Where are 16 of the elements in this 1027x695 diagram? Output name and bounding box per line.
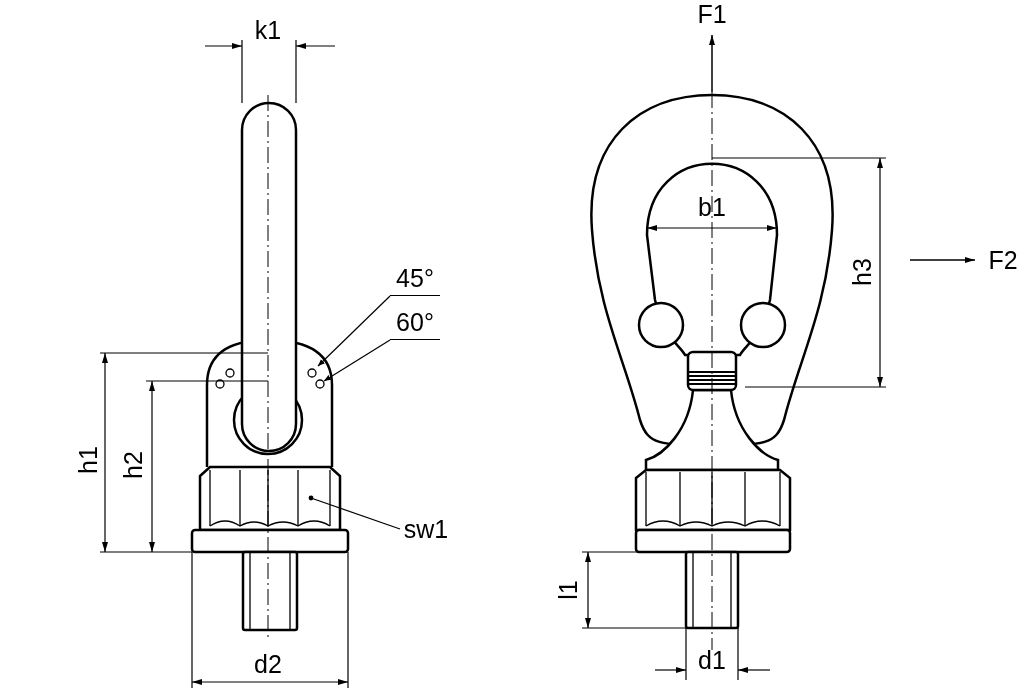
callout-label: 60° xyxy=(390,306,440,340)
leader-line xyxy=(308,495,401,530)
dimension-label: F2 xyxy=(988,247,1018,273)
dimension-label: d1 xyxy=(698,647,726,673)
dimension-label: h2 xyxy=(120,451,146,479)
dimension-label: h3 xyxy=(849,258,875,286)
dimension-label: l1 xyxy=(555,580,581,600)
callout-label: sw1 xyxy=(400,512,452,546)
dimension-label: F1 xyxy=(697,1,727,27)
leader-line xyxy=(323,339,391,382)
dimension-label: d2 xyxy=(254,651,282,677)
callout-label: 45° xyxy=(390,262,440,296)
dimension-label: h1 xyxy=(75,446,101,474)
dimension-label: k1 xyxy=(254,17,282,43)
leader-line xyxy=(317,295,391,367)
dimension-label: b1 xyxy=(698,194,726,220)
